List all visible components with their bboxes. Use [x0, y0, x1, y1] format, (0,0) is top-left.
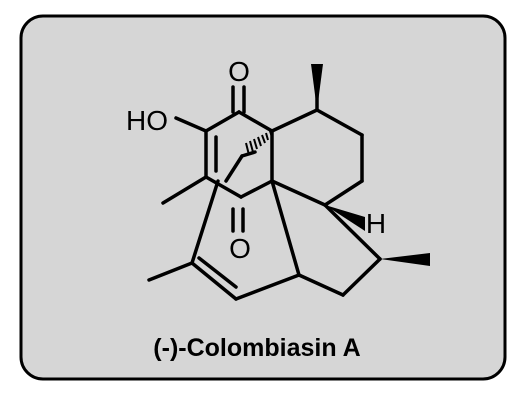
- bond-c1-c2: [204, 110, 241, 133]
- wedge-methyl-top: [311, 64, 323, 110]
- bond-c13-c14: [234, 273, 301, 301]
- bond-c4-c11: [239, 179, 274, 199]
- bond-c12-c13: [297, 273, 345, 297]
- bond-c14-c15: [190, 261, 238, 301]
- bond-c10-c5: [270, 108, 319, 133]
- bond-c9-c12: [341, 257, 382, 297]
- wedge-methyl-right: [380, 253, 430, 266]
- bond-c8-c11: [270, 179, 327, 207]
- label-o-bottom: O: [229, 233, 251, 264]
- bond-c8-c9: [323, 203, 382, 261]
- hashed-wedge: [245, 130, 273, 156]
- bond-c3-methyl: [161, 175, 208, 205]
- label-ho: HO: [126, 105, 168, 136]
- bond-c14-c15-double: [197, 256, 238, 289]
- panel-background: [19, 14, 507, 381]
- bond-bridge-ch2: [224, 154, 244, 183]
- bond-c7-c8: [323, 179, 364, 207]
- bond-c3-c4: [204, 175, 243, 199]
- compound-name: (-)-Colombiasin A: [153, 334, 360, 362]
- bond-c2-oh: [174, 116, 208, 133]
- label-o-top: O: [228, 56, 250, 87]
- bond-c13-c11: [270, 179, 301, 277]
- wedge-h: [325, 205, 365, 231]
- bond-c15-methyl: [147, 261, 194, 282]
- bond-c1-c10: [237, 110, 274, 133]
- label-h: H: [366, 208, 386, 239]
- molecule-structure: [147, 65, 382, 301]
- bond-c15-bridge: [190, 179, 220, 265]
- bond-c5-c6: [315, 108, 364, 137]
